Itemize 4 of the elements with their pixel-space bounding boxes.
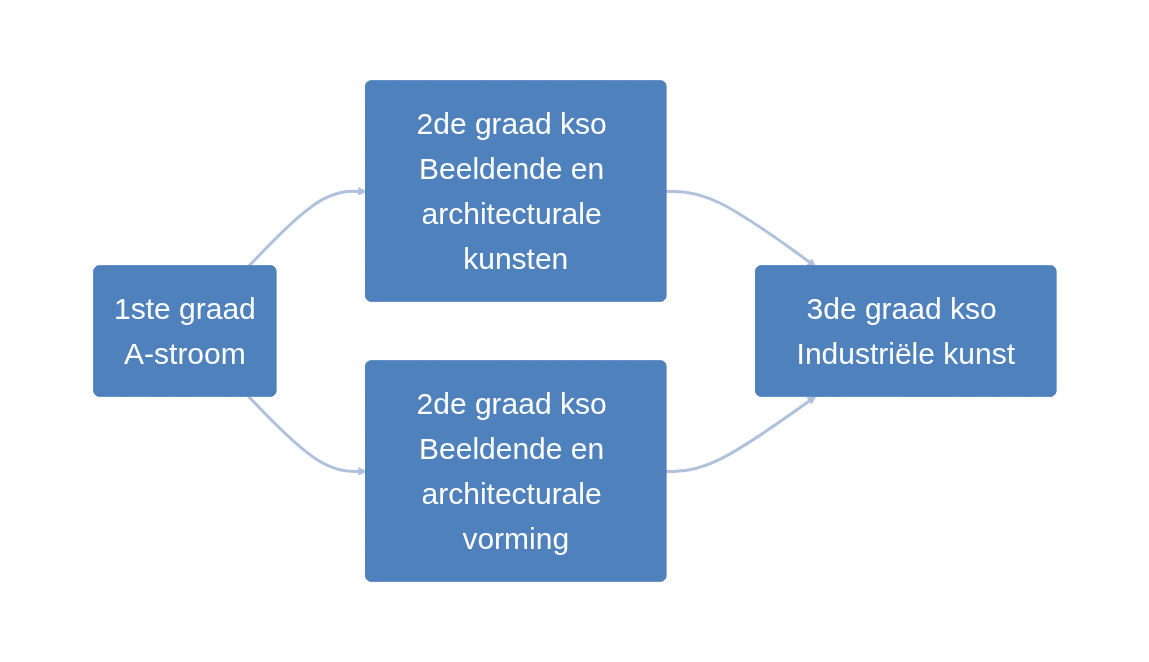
arrow xyxy=(247,395,367,476)
arrow xyxy=(665,396,816,473)
arrow xyxy=(665,189,816,267)
arrow xyxy=(247,187,367,268)
